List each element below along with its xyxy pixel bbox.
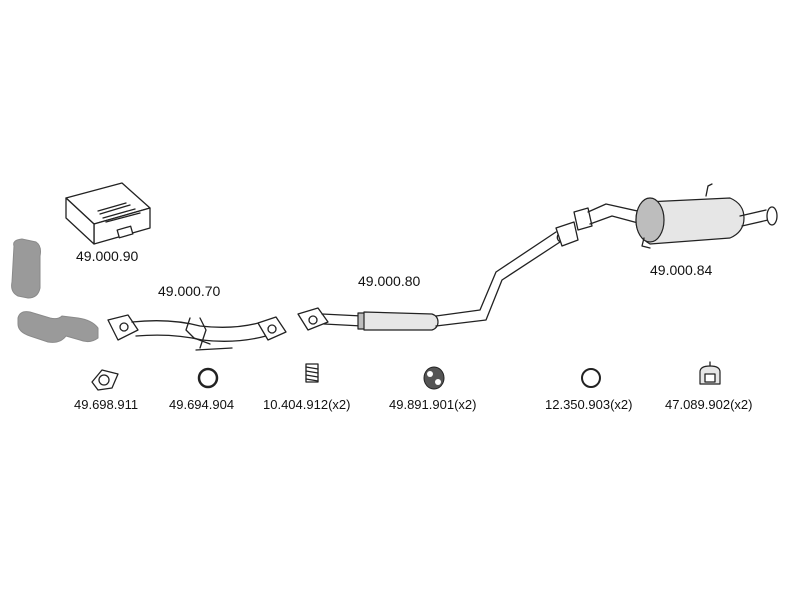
sealing-ring-icon (581, 368, 601, 388)
accessory-label: 49.694.904 (169, 397, 234, 412)
middle-silencer-label: 49.000.80 (358, 273, 420, 289)
accessory-label: 49.698.911 (74, 397, 138, 412)
flange-gasket-icon (91, 369, 119, 391)
hanger-icon (699, 361, 721, 385)
ring-gasket-icon (197, 367, 219, 389)
mounting-kit-box (65, 182, 151, 245)
spring-icon (305, 363, 319, 383)
rubber-mount-icon (423, 366, 445, 390)
middle-silencer (297, 221, 579, 331)
rear-silencer-label: 49.000.84 (650, 262, 712, 278)
catalyst-gray-shape (11, 238, 41, 299)
accessory-label: 12.350.903(x2) (545, 397, 632, 412)
front-pipe (107, 314, 287, 351)
accessory-label: 47.089.902(x2) (665, 397, 752, 412)
accessory-label: 10.404.912(x2) (263, 397, 350, 412)
downpipe-gray-shape (17, 311, 99, 343)
accessory-label: 49.891.901(x2) (389, 397, 476, 412)
rear-silencer (573, 183, 778, 249)
mounting-kit-label: 49.000.90 (76, 248, 138, 264)
front-pipe-label: 49.000.70 (158, 283, 220, 299)
